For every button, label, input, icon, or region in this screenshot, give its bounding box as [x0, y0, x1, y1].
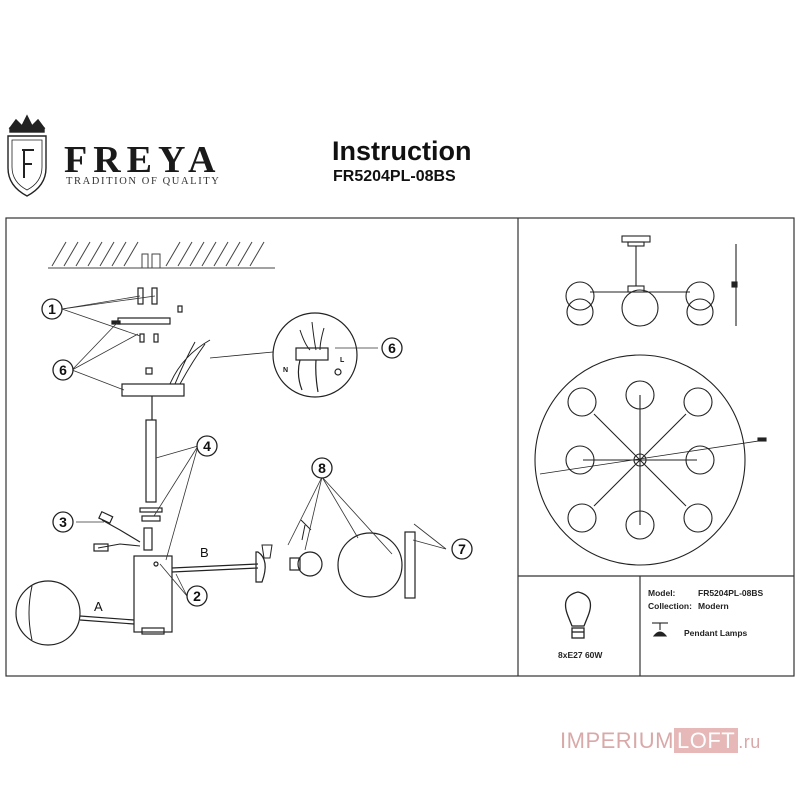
document-title: Instruction — [332, 136, 472, 166]
wire-n-label: N — [283, 367, 288, 374]
wiring-detail — [209, 312, 358, 398]
document-model-code: FR5204PL-08BS — [333, 168, 456, 185]
bulb-icon — [564, 591, 592, 639]
callout-3: 3 — [59, 514, 67, 530]
top-view — [534, 354, 767, 566]
wire-l-label: L — [340, 357, 345, 364]
callout-circles — [41, 298, 473, 607]
callout-2: 2 — [193, 588, 201, 604]
part-a-label: A — [94, 599, 103, 614]
arm-b — [171, 519, 416, 599]
rod-assembly — [93, 396, 173, 635]
spec-collection-label: Collection: — [648, 601, 692, 611]
callout-leaders — [61, 295, 447, 597]
callout-6b: 6 — [388, 340, 396, 356]
mounting-bracket — [111, 287, 211, 397]
watermark-part2: LOFT — [674, 728, 739, 753]
brand-tagline: TRADITION OF QUALITY — [66, 176, 221, 187]
frame — [5, 217, 795, 677]
spec-type-value: Pendant Lamps — [684, 628, 748, 638]
ceiling-hatch — [48, 241, 275, 269]
spec-bulb: 8xE27 60W — [558, 650, 603, 660]
crest-logo-icon — [7, 114, 47, 197]
pendant-lamp-icon — [652, 622, 668, 637]
side-view — [565, 235, 738, 327]
spec-collection-value: Modern — [698, 601, 729, 611]
spec-model-value: FR5204PL-08BS — [698, 588, 764, 598]
callout-7: 7 — [458, 541, 466, 557]
spec-model-label: Model: — [648, 588, 676, 598]
callout-8: 8 — [318, 460, 326, 476]
callout-1: 1 — [48, 301, 56, 317]
brand-name: FREYA — [64, 139, 222, 181]
watermark-part1: IMPERIUM — [560, 728, 674, 753]
arm-a — [15, 580, 135, 646]
watermark-part3: .ru — [738, 732, 761, 752]
callout-4: 4 — [203, 438, 211, 454]
callout-6a: 6 — [59, 362, 67, 378]
part-b-label: B — [200, 545, 209, 560]
